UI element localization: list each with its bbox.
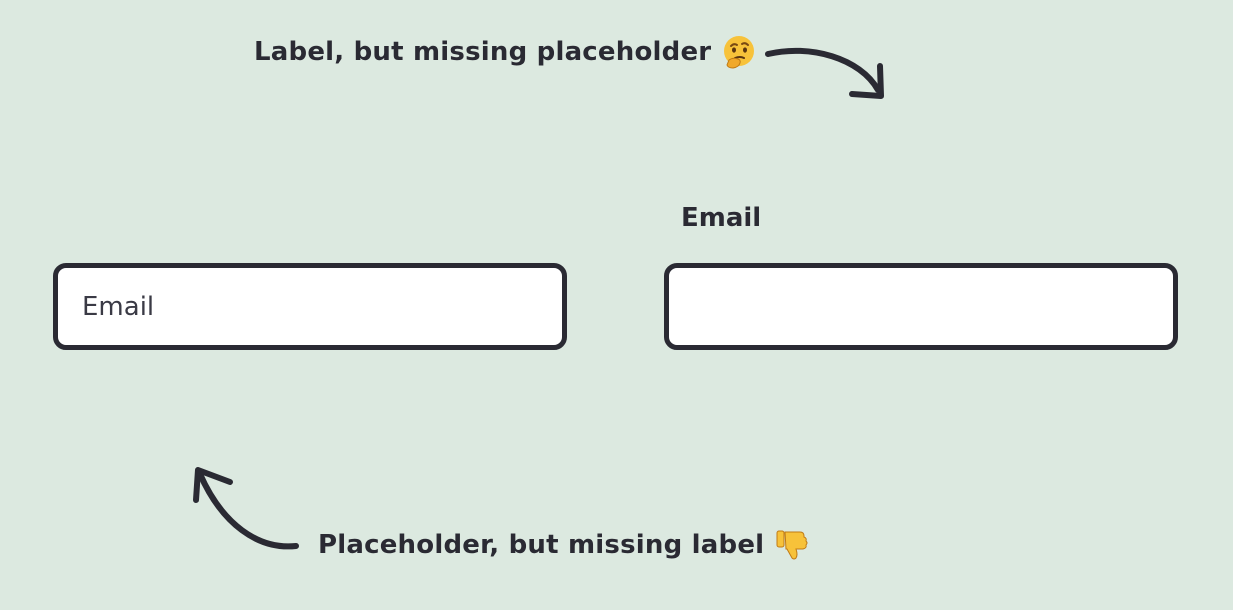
email-input-labelled[interactable]	[664, 263, 1178, 350]
curved-arrow-icon	[193, 467, 299, 550]
curved-arrow-icon	[765, 47, 884, 99]
annotation-text: Label, but missing placeholder	[254, 37, 712, 67]
email-field-label: Email	[681, 203, 762, 233]
thinking-face-icon	[724, 36, 755, 69]
thumbs-down-icon	[776, 530, 808, 560]
annotation-label-missing-placeholder: Label, but missing placeholder	[254, 34, 757, 70]
annotation-placeholder-missing-label: Placeholder, but missing label	[318, 527, 810, 563]
annotation-text: Placeholder, but missing label	[318, 530, 765, 560]
email-input-placeholder-only[interactable]	[53, 263, 567, 350]
